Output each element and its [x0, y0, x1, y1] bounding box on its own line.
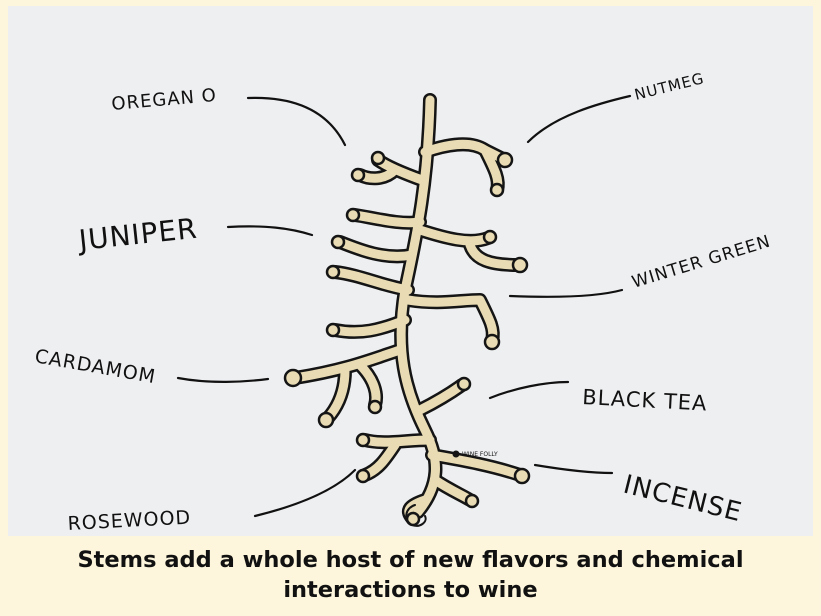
leader-rosewood	[255, 470, 355, 516]
figure-caption: Stems add a whole host of new flavors an…	[0, 545, 821, 605]
label-incense: INCENSE	[620, 470, 745, 528]
label-cardamom: CARDAMOM	[33, 345, 157, 388]
leader-juniper	[228, 226, 312, 235]
grape-stem: WINE FOLLY	[285, 100, 529, 526]
label-nutmeg: NUTMEG	[633, 69, 707, 104]
label-juniper: JUNIPER	[75, 212, 199, 257]
leader-incense	[535, 465, 612, 473]
leader-nutmeg	[528, 96, 630, 142]
leader-blacktea	[490, 382, 568, 398]
leader-oregano	[248, 98, 345, 145]
leader-cardamom	[178, 378, 268, 382]
watermark-logo: WINE FOLLY	[462, 451, 498, 458]
leader-wintergreen	[510, 290, 622, 297]
grape-stem-diagram: WINE FOLLY OREGAN O NUTMEG JUNIPER WINTE…	[0, 0, 821, 540]
label-rosewood: ROSEWOOD	[67, 507, 192, 535]
label-black-tea: BLACK TEA	[582, 385, 708, 416]
label-oregano: OREGAN O	[111, 85, 218, 115]
label-wintergreen: WINTER GREEN	[630, 232, 774, 293]
